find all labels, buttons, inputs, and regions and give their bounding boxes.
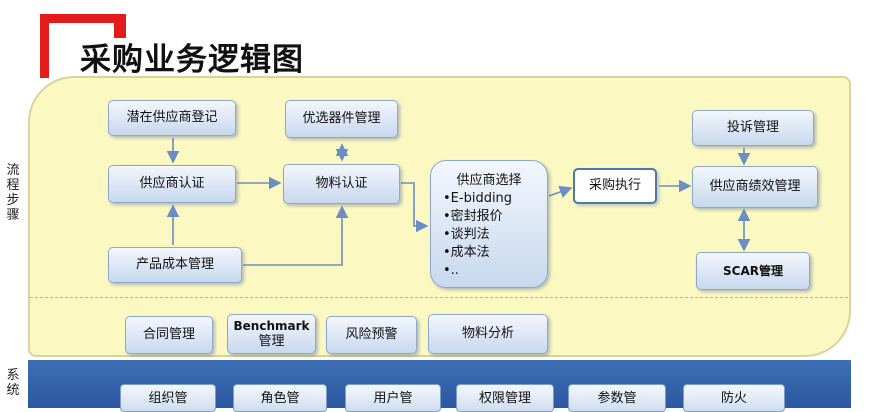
panel-divider xyxy=(30,297,848,298)
supplier-select-title: 供应商选择 xyxy=(456,173,522,188)
supplier-select-item: •E-bidding xyxy=(443,191,513,206)
node-scar-mgmt: SCAR管理 xyxy=(696,252,810,290)
supplier-select-item: •密封报价 xyxy=(443,209,503,224)
side-label-system: 系统 xyxy=(6,368,20,398)
node-performance-mgmt: 供应商绩效管理 xyxy=(692,166,818,208)
flow-arrows xyxy=(166,138,751,266)
title-corner-bracket-top xyxy=(40,14,126,23)
node-material-certify: 物料认证 xyxy=(283,164,400,204)
node-contract: 合同管理 xyxy=(125,316,213,354)
benchmark-line1: Benchmark xyxy=(233,319,310,333)
system-item: 用户管 xyxy=(345,384,441,412)
system-item: 防火 xyxy=(683,384,785,412)
system-item: 角色管 xyxy=(233,384,327,412)
node-supplier-select: 供应商选择 •E-bidding •密封报价 •谈判法 •成本法 •.. xyxy=(430,160,548,288)
node-complaint-mgmt: 投诉管理 xyxy=(692,110,814,146)
title-corner-bracket-left xyxy=(40,14,49,78)
system-item: 参数管 xyxy=(568,384,666,412)
system-item: 组织管 xyxy=(120,384,216,412)
supplier-select-item: •成本法 xyxy=(443,245,490,260)
node-purchase-exec: 采购执行 xyxy=(573,168,657,204)
node-cost-mgmt: 产品成本管理 xyxy=(108,247,242,283)
page-title: 采购业务逻辑图 xyxy=(80,42,304,78)
node-benchmark: Benchmark 管理 xyxy=(227,314,316,354)
title-corner-bracket-tab xyxy=(114,14,126,38)
side-label-process: 流程步骤 xyxy=(6,163,20,223)
benchmark-line2: 管理 xyxy=(258,334,285,349)
node-supplier-register: 潜在供应商登记 xyxy=(108,100,236,136)
node-material-analysis: 物料分析 xyxy=(428,314,548,354)
node-preferred-parts: 优选器件管理 xyxy=(285,100,398,138)
system-item: 权限管理 xyxy=(456,384,554,412)
supplier-select-item: •谈判法 xyxy=(443,227,490,242)
node-risk-warning: 风险预警 xyxy=(326,316,417,354)
node-supplier-certify: 供应商认证 xyxy=(108,165,236,203)
supplier-select-item: •.. xyxy=(443,263,459,278)
